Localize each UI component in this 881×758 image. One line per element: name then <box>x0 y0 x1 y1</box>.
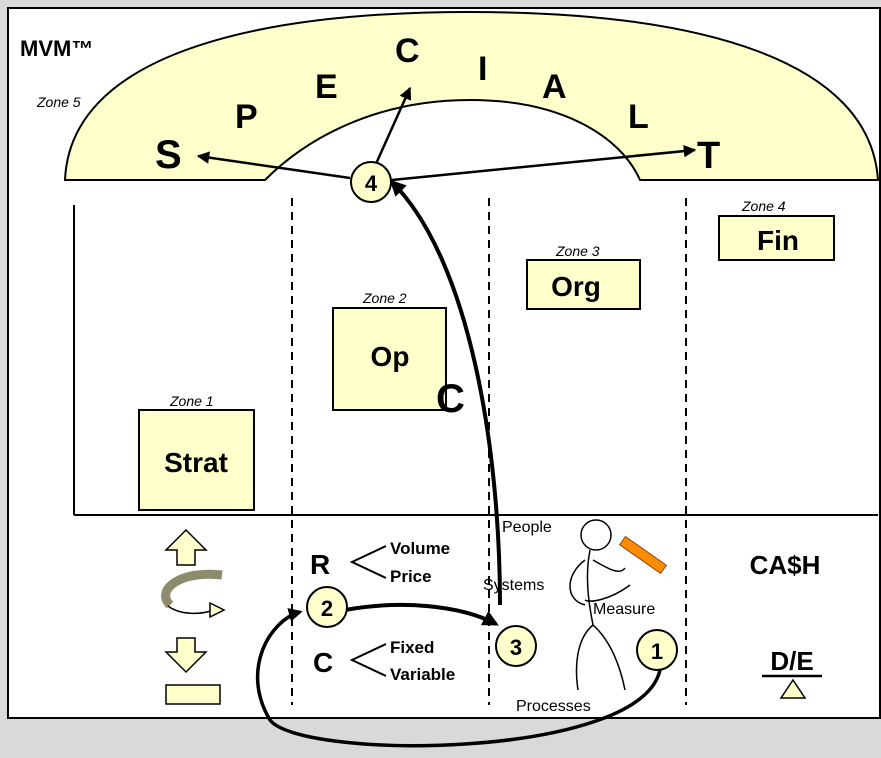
zone2-label: Zone 2 <box>362 290 407 306</box>
arch-letter-c: C <box>395 32 420 70</box>
measure-label: Measure <box>593 601 655 618</box>
cash-label: CA$H <box>750 550 821 580</box>
cost-fixed: Fixed <box>390 638 434 657</box>
title: MVM™ <box>20 36 93 61</box>
node-2: 2 <box>307 587 347 627</box>
zone3-label: Zone 3 <box>555 243 600 259</box>
arch-letter-l: L <box>628 98 649 136</box>
node-3-label: 3 <box>510 635 522 660</box>
arch-letter-i: I <box>478 50 487 88</box>
revenue-letter: R <box>310 549 330 580</box>
zone1-name: Strat <box>164 447 228 478</box>
node-2-label: 2 <box>321 596 333 621</box>
zone4-name: Fin <box>757 225 799 256</box>
zone1-label: Zone 1 <box>169 393 214 409</box>
de-label: D/E <box>770 646 813 676</box>
arch-letter-p: P <box>235 98 258 136</box>
bar-icon <box>166 685 220 704</box>
zone5-label: Zone 5 <box>36 94 81 110</box>
arch-letter-a: A <box>542 68 567 106</box>
systems-label: Systems <box>483 577 544 594</box>
zone3-name: Org <box>551 271 601 302</box>
node-1: 1 <box>637 630 677 670</box>
cost-variable: Variable <box>390 665 455 684</box>
zone4-label: Zone 4 <box>741 198 786 214</box>
arch-letter-s: S <box>155 133 182 177</box>
node-1-label: 1 <box>651 639 663 664</box>
node-4-label: 4 <box>365 171 378 196</box>
processes-label: Processes <box>516 698 591 715</box>
revenue-volume: Volume <box>390 539 450 558</box>
arch-letter-t: T <box>697 135 720 177</box>
revenue-price: Price <box>390 567 432 586</box>
node-3: 3 <box>496 626 536 666</box>
cost-letter: C <box>313 647 333 678</box>
arch-letter-e: E <box>315 68 338 106</box>
zone2-tag: C <box>436 377 465 421</box>
node-4: 4 <box>351 162 391 202</box>
zone2-name: Op <box>371 341 410 372</box>
people-label: People <box>502 519 552 536</box>
